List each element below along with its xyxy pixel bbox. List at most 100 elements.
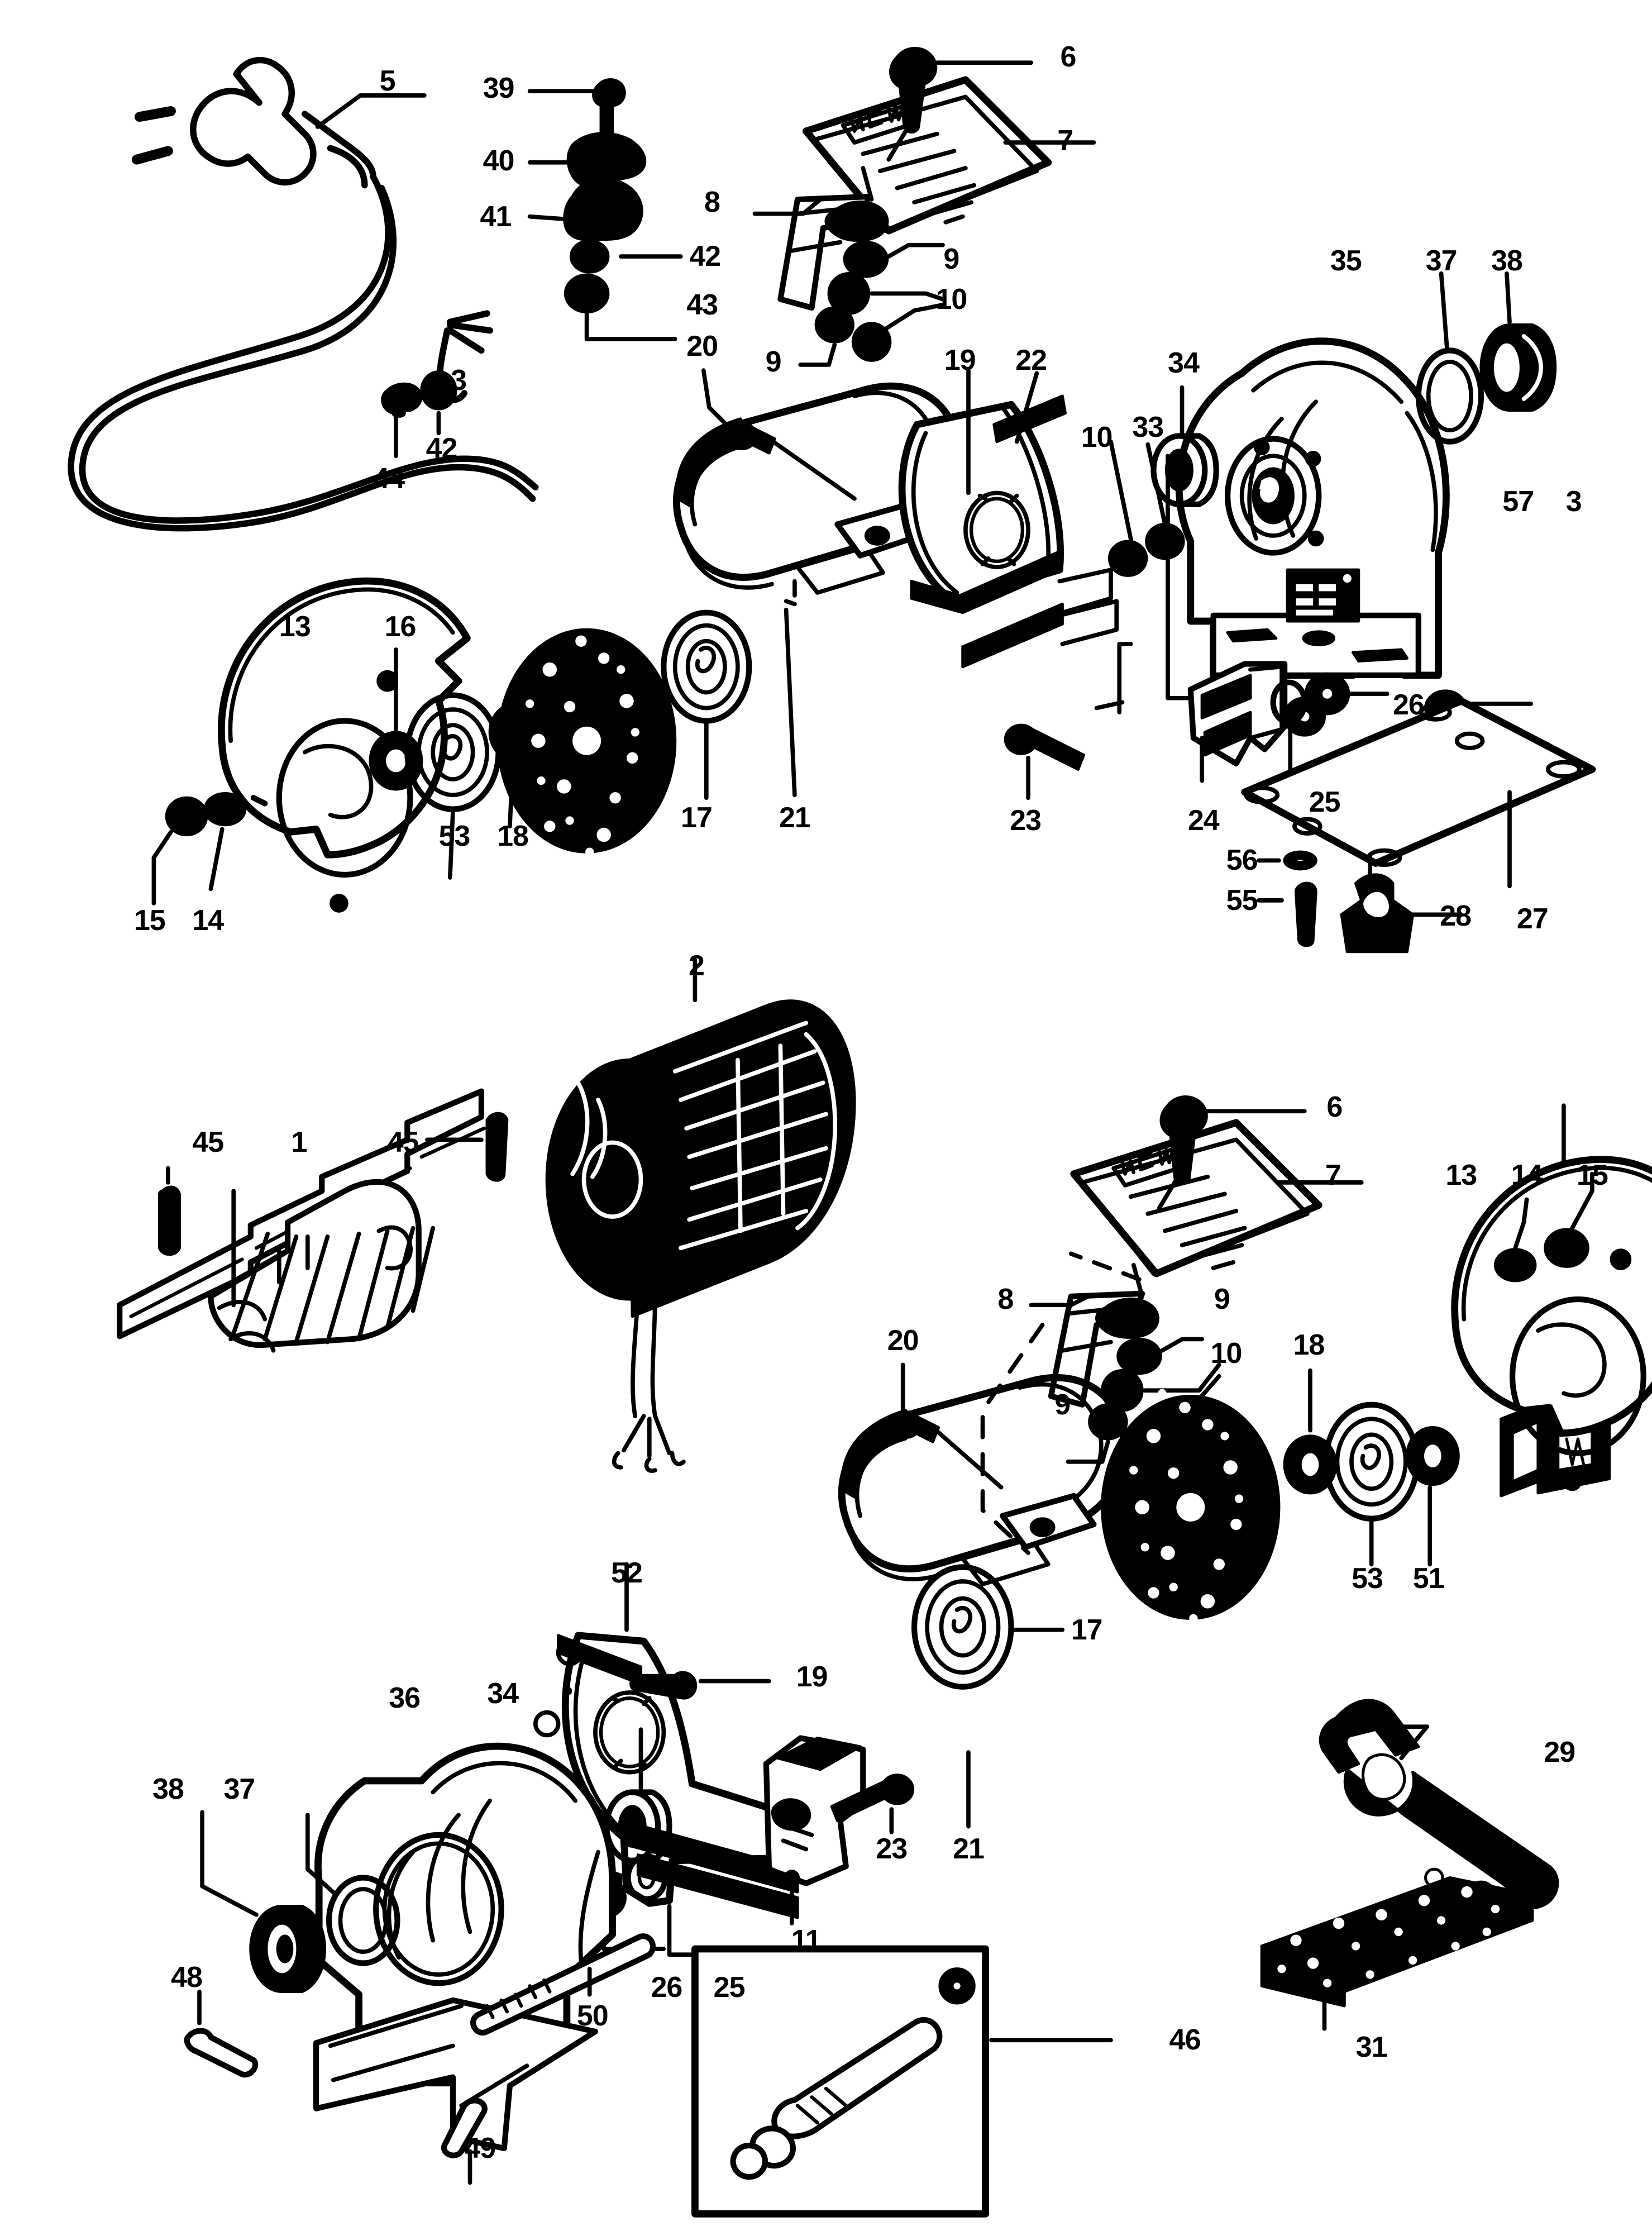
left-cover-group xyxy=(151,577,543,913)
spacer-bush-right xyxy=(1150,433,1219,507)
callout-number-wheel-guard-back: 22 xyxy=(1015,344,1047,377)
callout-number-power-cord-with-plug: 5 xyxy=(379,65,396,98)
center-guard-group xyxy=(661,368,1133,800)
grease-kit-group xyxy=(691,1945,1113,2218)
wheel-flange-lower xyxy=(911,1564,1014,1690)
callout-number-eye-shield-bracket: 8 xyxy=(704,186,720,219)
lower-right-wheel-group xyxy=(1101,1103,1652,1623)
callout-number-flange-washer: 53 xyxy=(438,820,471,853)
power-cord-group xyxy=(68,56,539,532)
cord-clamp-group xyxy=(381,78,683,458)
callout-number-nut: 26 xyxy=(651,1971,682,2004)
callout-number-washer: 14 xyxy=(192,904,224,937)
bearing-ring-left xyxy=(326,1875,400,1966)
leader-5 xyxy=(315,93,427,129)
bearing-ring-right xyxy=(1415,347,1484,445)
callout-number-wheel-flange: 17 xyxy=(681,801,713,834)
callout-number-nut: 10 xyxy=(935,283,967,316)
ball-bearing-left xyxy=(249,1904,326,1994)
callout-number-screw: 20 xyxy=(887,1324,919,1357)
callout-number-cord-clamp-lower: 41 xyxy=(480,200,512,233)
callout-number-grease-tube-kit: 46 xyxy=(1169,2024,1201,2057)
callout-number-screw: 19 xyxy=(796,1660,828,1693)
callout-number-nut: 18 xyxy=(497,820,529,853)
callout-number-bearing-retainer-ring: 37 xyxy=(223,1773,255,1806)
callout-number-wheel-guard: 21 xyxy=(953,1833,985,1866)
callout-number-key: 45 xyxy=(387,1126,419,1159)
callout-number-screw: 19 xyxy=(944,344,976,377)
callout-number-screw: 39 xyxy=(483,72,515,105)
callout-number-washer: 25 xyxy=(713,1971,746,2004)
callout-number-screw-pan-head: 6 xyxy=(1326,1090,1343,1123)
callout-number-eye-shield-bracket: 8 xyxy=(997,1283,1014,1315)
callout-number-motor-housing-left: 36 xyxy=(389,1682,421,1715)
callout-number-screw: 55 xyxy=(1226,884,1258,917)
callout-number-key: 45 xyxy=(192,1126,224,1159)
callout-number-screw: 44 xyxy=(373,462,405,495)
callout-number-tool-rest: 11 xyxy=(791,1924,822,1957)
callout-number-washer: 9 xyxy=(943,243,959,276)
callout-number-bearing-retainer-ring: 37 xyxy=(1425,244,1458,277)
callout-number-switch-plate: 57 xyxy=(1502,485,1534,518)
spacer-bush-left xyxy=(604,1789,672,1863)
callout-number-ball-bearing: 38 xyxy=(1491,244,1523,277)
callout-number-eye-shield-lens: 7 xyxy=(1057,125,1073,158)
callout-number-nut: 43 xyxy=(686,288,718,321)
eye-shield-bracket-top-group xyxy=(752,166,945,367)
callout-number-flange-washer: 53 xyxy=(1352,1562,1383,1595)
callout-number-cord-clamp-upper: 40 xyxy=(483,145,515,178)
callout-number-nut: 10 xyxy=(1081,421,1113,454)
callout-number-stator-field: 2 xyxy=(688,950,705,983)
right-motor-housing-group xyxy=(1107,271,1557,737)
spanner-wrench-group xyxy=(1319,1699,1559,1912)
callout-number-washer: 9 xyxy=(765,345,782,378)
stator-group xyxy=(545,958,856,1473)
callout-number-lock-washer: 42 xyxy=(689,240,721,273)
callout-number-screw: 20 xyxy=(686,330,718,363)
callout-number-nut: 18 xyxy=(1293,1328,1325,1361)
armature-group xyxy=(117,1088,509,1353)
callout-number-eye-shield-lens: 7 xyxy=(1325,1159,1341,1192)
callout-number-base-plate: 27 xyxy=(1516,903,1549,936)
callout-number-pin: 49 xyxy=(464,2132,496,2165)
callout-number-washer: 9 xyxy=(1214,1283,1230,1315)
base-plate-group xyxy=(1187,661,1596,954)
ball-bearing-right xyxy=(1479,323,1557,412)
callout-number-nut: 15 xyxy=(1576,1159,1608,1192)
callout-number-switch: 3 xyxy=(1565,485,1582,518)
callout-number-wheel-guard: 21 xyxy=(779,801,811,834)
callout-number-nut: 33 xyxy=(1132,411,1164,444)
callout-number-washer: 25 xyxy=(1309,785,1341,818)
callout-number-spanner-wrench: 29 xyxy=(1544,1736,1575,1769)
callout-number-screw-pan-head: 6 xyxy=(1060,41,1077,74)
callout-number-lock-washer: 42 xyxy=(426,432,458,465)
callout-number-nut: 51 xyxy=(1412,1562,1445,1595)
callout-number-wheel-flange: 17 xyxy=(1071,1613,1103,1646)
callout-number-wheel-guard-cover-left: 13 xyxy=(279,611,311,643)
callout-number-washer: 14 xyxy=(1511,1159,1543,1192)
callout-number-wheel-guard-back-left: 52 xyxy=(611,1556,643,1589)
callout-number-washer: 9 xyxy=(1054,1388,1071,1421)
dressing-stone-group xyxy=(1260,1876,1534,2031)
callout-number-washer: 56 xyxy=(1226,844,1258,877)
callout-number-armature: 1 xyxy=(291,1126,308,1159)
callout-number-rubber-foot: 28 xyxy=(1440,899,1472,932)
callout-number-ball-bearing: 38 xyxy=(152,1773,184,1806)
callout-number-long-bolt: 50 xyxy=(576,1999,609,2032)
callout-number-nut: 16 xyxy=(384,611,417,643)
callout-number-nut: 10 xyxy=(1210,1337,1243,1370)
callout-number-spacer-bush: 34 xyxy=(487,1677,519,1710)
callout-number-cord-lead: 3 xyxy=(451,364,467,397)
flange-washer-right xyxy=(1322,1401,1420,1522)
callout-number-wheel-guard-cover-right: 13 xyxy=(1445,1159,1477,1192)
callout-number-screw: 23 xyxy=(1010,804,1042,837)
callout-number-dressing-stone: 31 xyxy=(1355,2030,1388,2063)
callout-number-motor-housing-right: 35 xyxy=(1330,244,1362,277)
wheel-flange-center xyxy=(661,609,752,724)
callout-number-nut: 15 xyxy=(133,904,166,937)
left-motor-housing-group xyxy=(184,1727,672,2185)
callout-number-screw: 23 xyxy=(876,1833,908,1866)
callout-number-tool-rest-bracket: 24 xyxy=(1187,804,1220,837)
